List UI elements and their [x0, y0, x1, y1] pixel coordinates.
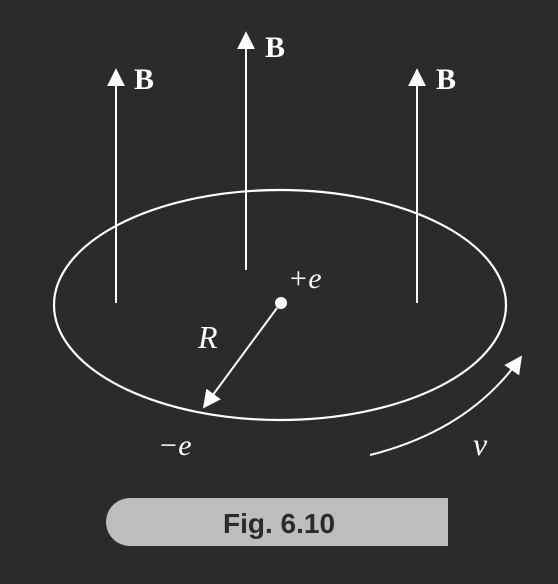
caption-plate — [106, 498, 448, 546]
velocity-arrow — [369, 355, 523, 456]
nucleus-charge-label: +e — [288, 262, 322, 295]
nucleus — [275, 297, 287, 309]
caption-text: Fig. 6.10 — [223, 508, 335, 539]
field-label-left: B — [134, 63, 154, 96]
electron-orbit — [52, 188, 508, 422]
magnetic-field-arrows — [107, 31, 426, 303]
electron-charge-label: −e — [158, 429, 192, 462]
radius-arrow — [202, 307, 278, 409]
radius-label: R — [197, 319, 218, 355]
figure-caption: Fig. 6.10 — [106, 498, 448, 546]
field-label-middle: B — [265, 31, 285, 64]
field-label-right: B — [436, 63, 456, 96]
velocity-label: v — [473, 426, 488, 462]
